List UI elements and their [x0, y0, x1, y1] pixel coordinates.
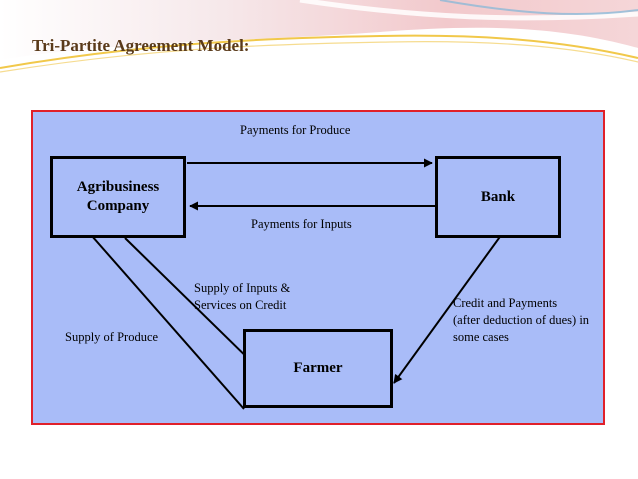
slide-title: Tri-Partite Agreement Model:: [32, 36, 250, 55]
arrow-supply-of-produce: [76, 218, 245, 410]
label-payments-for-produce: Payments for Produce: [240, 123, 351, 137]
node-bank-label: Bank: [480, 188, 516, 205]
label-credit-line2: (after deduction of dues) in: [453, 313, 590, 327]
node-bank: Bank: [435, 156, 561, 238]
node-farmer-label: Farmer: [293, 360, 343, 376]
label-credit-line3: some cases: [453, 330, 509, 344]
node-farmer: Farmer: [243, 329, 393, 408]
slide-header-decoration: [0, 0, 638, 73]
label-credit-and-payments: Credit and Payments (after deduction of …: [453, 295, 589, 346]
diagram-panel: Agribusiness Company Bank Farmer Payment…: [31, 110, 605, 425]
label-supply-of-inputs: Supply of Inputs & Services on Credit: [194, 280, 290, 314]
arrow-credit-and-payments: [393, 215, 516, 384]
node-agribusiness-company: Agribusiness Company: [50, 156, 186, 238]
arrow-supply-of-inputs: [124, 237, 261, 371]
label-supply-of-produce: Supply of Produce: [65, 330, 159, 344]
diagram-connectors: [76, 158, 516, 410]
label-supply-of-inputs-line2: Services on Credit: [194, 298, 287, 312]
node-agribusiness-line1: Agribusiness: [76, 179, 160, 195]
label-supply-of-inputs-line1: Supply of Inputs &: [194, 281, 291, 295]
label-payments-for-inputs: Payments for Inputs: [251, 217, 352, 231]
node-agribusiness-line2: Company: [86, 198, 150, 214]
label-credit-line1: Credit and Payments: [453, 296, 558, 310]
